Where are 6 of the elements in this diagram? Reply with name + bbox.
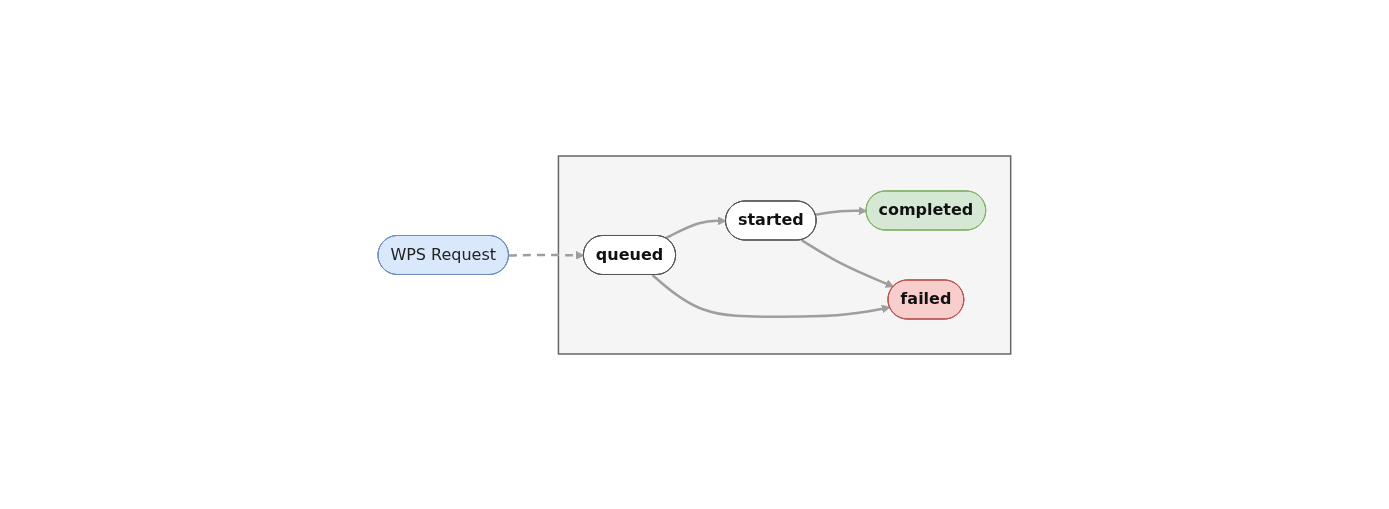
arrow (800, 238, 895, 288)
arrow (509, 250, 585, 260)
arrow (665, 215, 727, 239)
arrow (815, 205, 868, 216)
cluster (557, 154, 1012, 355)
arrow (651, 273, 891, 318)
